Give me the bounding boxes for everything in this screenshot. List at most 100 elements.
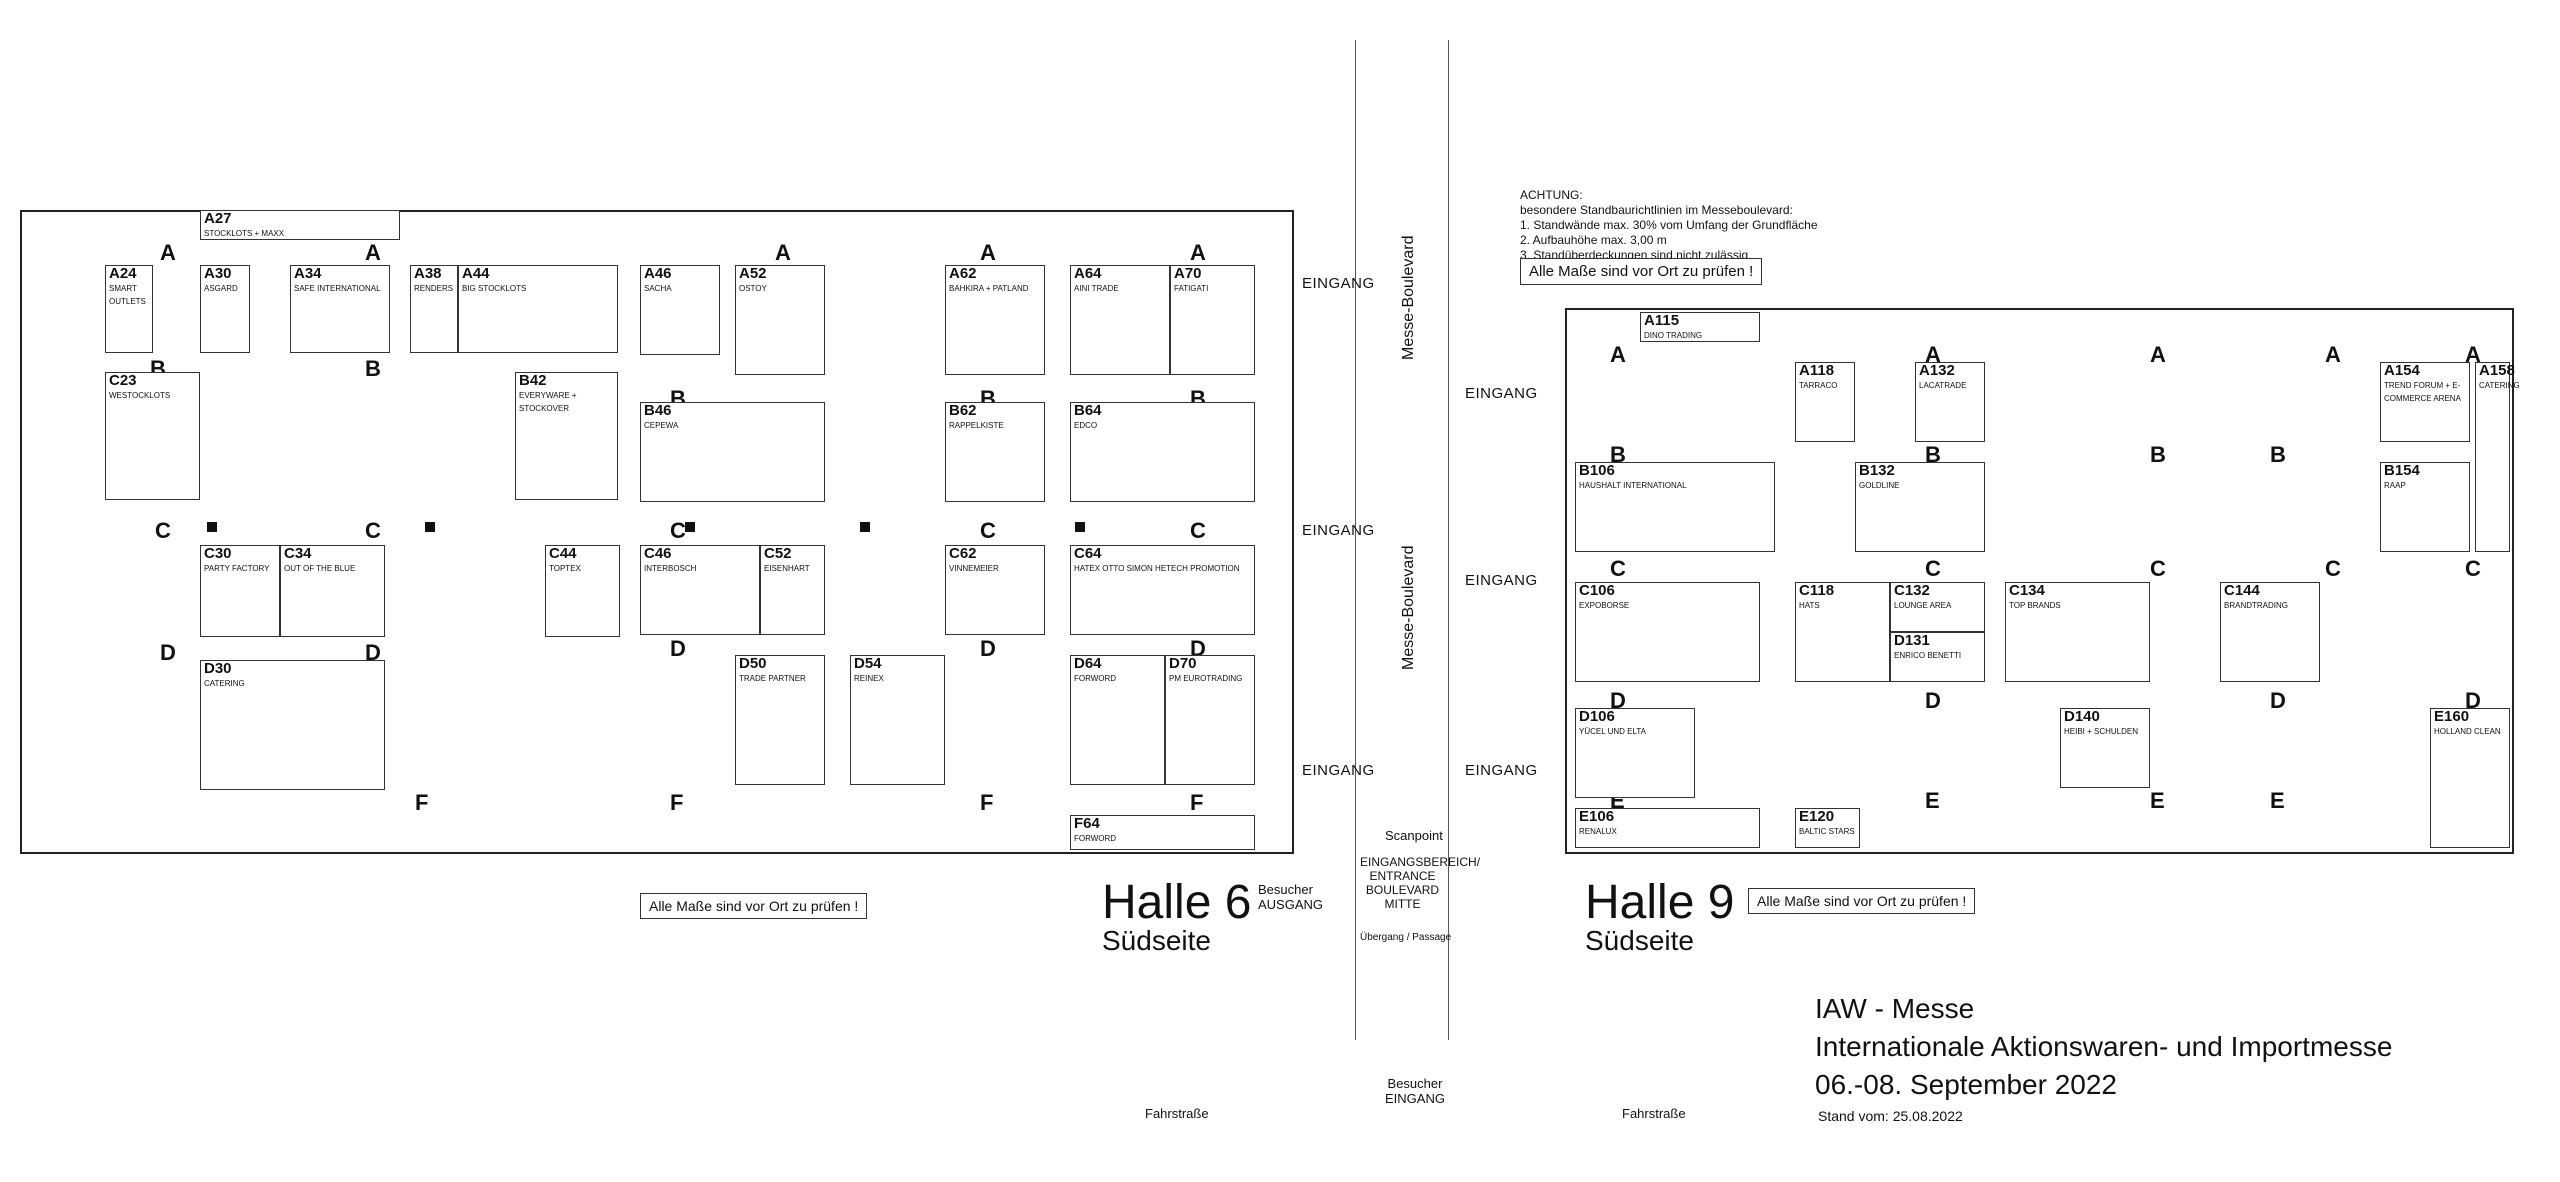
pillar-marker xyxy=(860,522,870,532)
column-label-c: C xyxy=(1925,556,1941,581)
hall-6-side: Südseite xyxy=(1102,925,1211,956)
column-label-b: B xyxy=(2150,442,2166,467)
column-label-a: A xyxy=(160,240,176,265)
visitor-exit-label: Besucher AUSGANG xyxy=(1258,882,1324,912)
column-label-d: D xyxy=(1190,636,1206,661)
column-label-b: B xyxy=(1610,442,1626,467)
column-label-a: A xyxy=(2465,342,2481,367)
entrance-label: EINGANG xyxy=(1465,762,1538,779)
messe-boulevard-corridor xyxy=(1355,40,1449,1040)
column-label-f: F xyxy=(980,790,994,815)
plan-status-date: Stand vom: 25.08.2022 xyxy=(1818,1108,1963,1124)
column-label-e: E xyxy=(2270,788,2285,813)
notice-block: ACHTUNG: besondere Standbaurichtlinien i… xyxy=(1520,188,1818,263)
street-label: Fahrstraße xyxy=(1622,1106,1686,1121)
event-title: IAW - Messe xyxy=(1815,993,1975,1024)
column-label-b: B xyxy=(1925,442,1941,467)
column-label-d: D xyxy=(2270,688,2286,713)
pillar-marker xyxy=(207,522,217,532)
measure-check-note: Alle Maße sind vor Ort zu prüfen ! xyxy=(1520,258,1763,285)
pillar-marker xyxy=(425,522,435,532)
boulevard-label: Messe-Boulevard xyxy=(1400,545,1417,671)
entrance-label: EINGANG xyxy=(1302,522,1375,539)
column-label-c: C xyxy=(2325,556,2341,581)
column-label-b: B xyxy=(2270,442,2286,467)
scanpoint-label: Scanpoint xyxy=(1385,828,1443,843)
column-label-a: A xyxy=(365,240,381,265)
column-label-d: D xyxy=(670,636,686,661)
column-label-c: C xyxy=(2150,556,2166,581)
column-label-d: D xyxy=(1925,688,1941,713)
measure-check-note-hall9: Alle Maße sind vor Ort zu prüfen ! xyxy=(1748,888,1976,914)
column-label-a: A xyxy=(2325,342,2341,367)
hall-9-title: Halle 9 xyxy=(1585,876,1735,929)
column-label-d: D xyxy=(1610,688,1626,713)
boulevard-label: Messe-Boulevard xyxy=(1400,235,1417,361)
visitor-entrance-label: Besucher EINGANG xyxy=(1385,1076,1445,1106)
entrance-label: EINGANG xyxy=(1465,572,1538,589)
column-label-a: A xyxy=(1190,240,1206,265)
column-label-b: B xyxy=(365,356,381,381)
pillar-marker xyxy=(1075,522,1085,532)
notice-title: ACHTUNG: xyxy=(1520,188,1583,202)
notice-line: besondere Standbaurichtlinien im Messebo… xyxy=(1520,203,1793,217)
column-label-c: C xyxy=(155,518,171,543)
column-label-f: F xyxy=(1190,790,1204,815)
column-label-a: A xyxy=(1610,342,1626,367)
hall-9-side: Südseite xyxy=(1585,925,1694,956)
column-label-d: D xyxy=(160,640,176,665)
column-label-a: A xyxy=(1925,342,1941,367)
column-label-c: C xyxy=(2465,556,2481,581)
passage-label: Übergang / Passage xyxy=(1360,932,1452,943)
column-label-c: C xyxy=(365,518,381,543)
